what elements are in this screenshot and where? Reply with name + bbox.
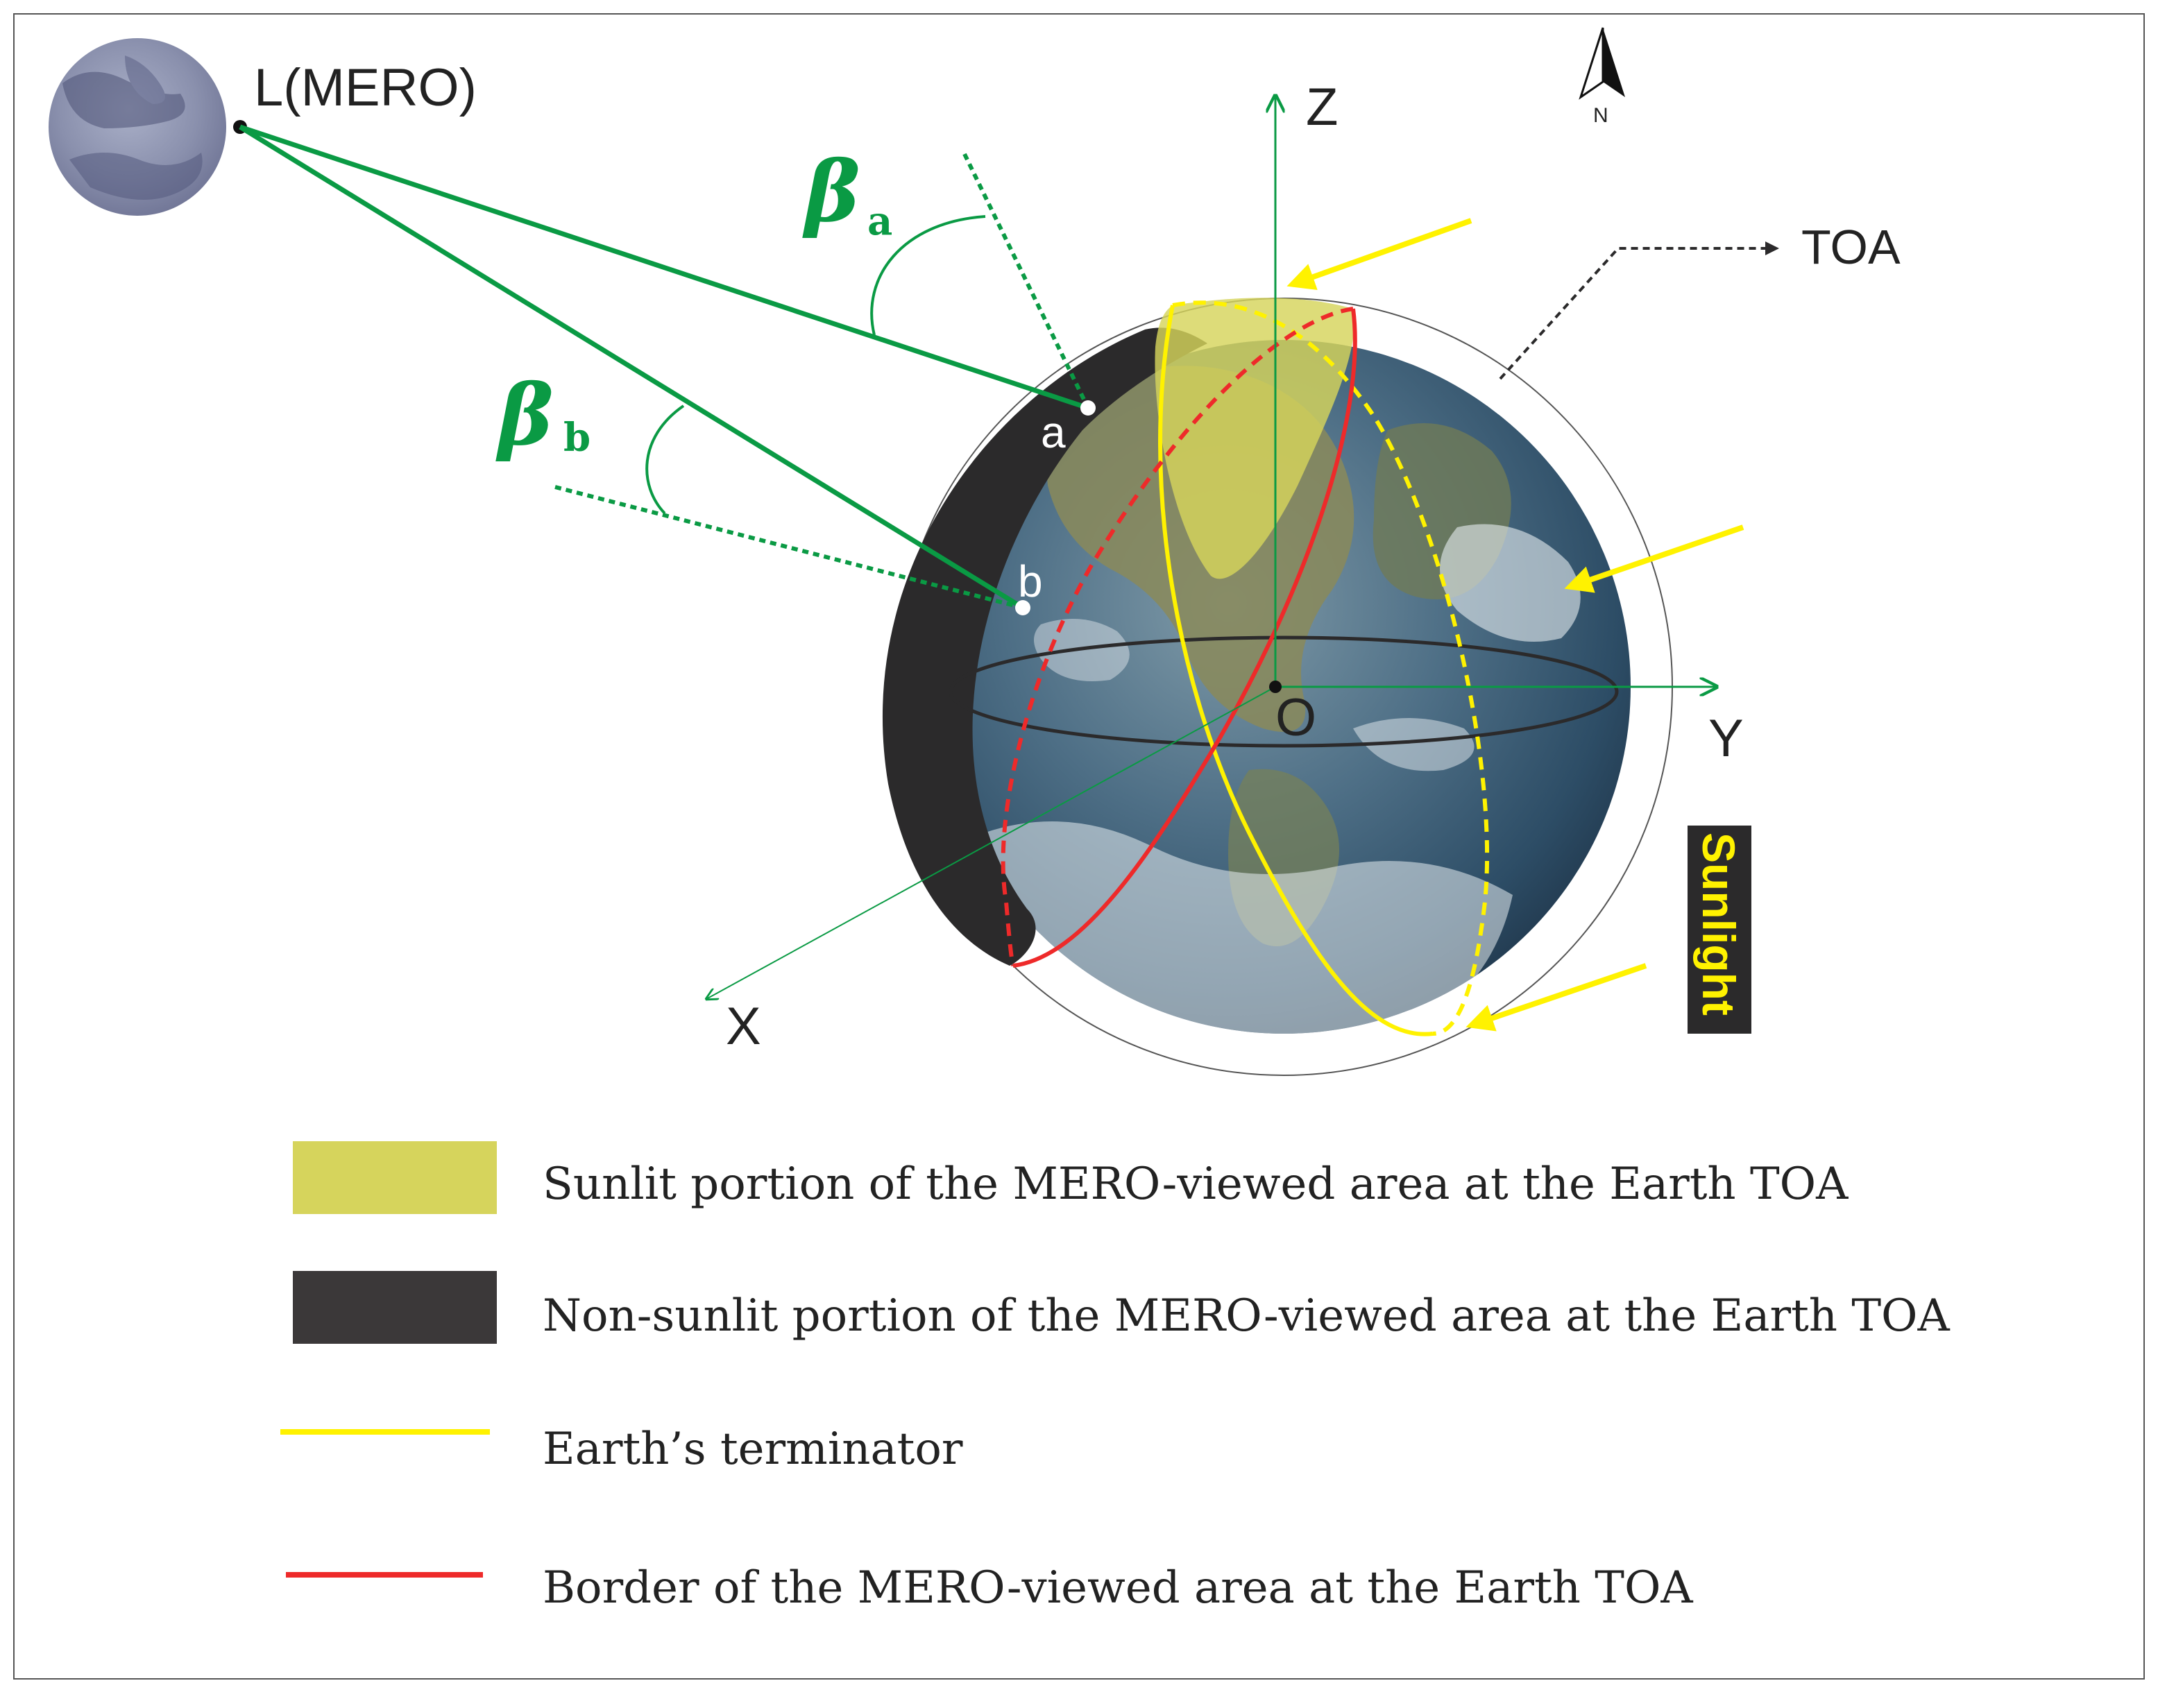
toa-pointer [1499, 241, 1779, 380]
sunlight-label: Sunlight [1693, 832, 1744, 1016]
sunlight-label-box [1688, 826, 1751, 1034]
sun-ray-1 [1286, 218, 1472, 291]
normal-a [962, 153, 1090, 409]
y-axis-label: Y [1708, 709, 1744, 768]
north-arrow-icon [1579, 27, 1625, 100]
angle-arc-b [645, 404, 685, 515]
point-b-label: b [1018, 556, 1043, 606]
point-a [1080, 400, 1096, 416]
legend-item-sunlit: Sunlit portion of the MERO-viewed area a… [543, 1159, 1849, 1210]
beta-b-subscript: b [563, 415, 591, 461]
viewed-border-solid [1012, 308, 1357, 968]
point-b [1015, 600, 1030, 615]
z-axis-label: Z [1306, 78, 1338, 137]
toa-label: TOA [1801, 220, 1901, 274]
beta-b-symbol: β [495, 366, 554, 464]
point-a-label: a [1041, 407, 1066, 457]
sightline-b [239, 125, 1024, 610]
sightline-a [239, 124, 1089, 411]
equator-ellipse [949, 635, 1619, 748]
figure-frame [13, 13, 2145, 1680]
legend-item-terminator: Earth’s terminator [543, 1424, 963, 1475]
sunlit-region [1155, 298, 1354, 579]
sun-ray-2 [1564, 524, 1744, 593]
beta-a-subscript: a [867, 198, 892, 244]
x-axis [706, 686, 1276, 999]
legend-swatch-non-sunlit [293, 1271, 497, 1344]
terminator-dashed [1172, 300, 1490, 1036]
sun-ray-3 [1465, 963, 1647, 1032]
moon-mero [49, 38, 247, 216]
terminator-solid [1158, 305, 1434, 1036]
legend-swatch-sunlit [293, 1141, 497, 1214]
origin-point [1269, 681, 1282, 693]
origin-label: O [1275, 688, 1316, 747]
angle-arc-a [870, 215, 986, 336]
legend-item-border: Border of the MERO-viewed area at the Ea… [543, 1562, 1693, 1614]
x-axis-label: X [726, 997, 761, 1056]
north-label: N [1593, 104, 1608, 127]
legend-item-non-sunlit: Non-sunlit portion of the MERO-viewed ar… [543, 1290, 1951, 1342]
non-sunlit-region [882, 327, 1207, 966]
viewed-border-dashed [1001, 307, 1354, 966]
legend: Sunlit portion of the MERO-viewed area a… [280, 1141, 1951, 1614]
normal-b [554, 485, 1023, 610]
moon-label: L(MERO) [254, 58, 477, 117]
beta-a-symbol: β [802, 143, 860, 241]
